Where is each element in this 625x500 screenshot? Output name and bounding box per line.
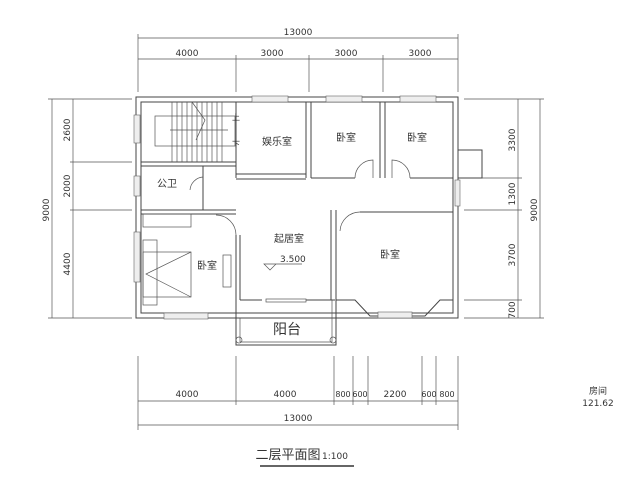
room-label-bathroom: 公卫 [157, 179, 177, 190]
stair-down-label: 下 [232, 140, 240, 149]
dim-bottom-seg: 800 [439, 390, 454, 399]
room-label-entertainment: 娱乐室 [262, 135, 292, 148]
stair-up-label: 上 [232, 113, 240, 122]
dim-bottom-seg: 4000 [176, 390, 199, 400]
dim-bottom-seg: 600 [421, 390, 436, 399]
dim-bottom-seg: 800 [335, 390, 350, 399]
room-label-balcony: 阳台 [273, 322, 301, 338]
dim-top-seg: 3000 [335, 49, 358, 59]
dim-bottom-seg: 2200 [384, 390, 407, 400]
elevation-marker-icon [263, 263, 302, 271]
room-label-bedroom: 卧室 [336, 131, 356, 144]
area-value: 121.62 [582, 399, 614, 409]
dim-right-seg: 700 [508, 301, 518, 318]
dim-bottom-seg: 4000 [274, 390, 297, 400]
dim-right-seg: 3300 [508, 128, 518, 151]
left-dimensions: 9000 2600 2000 4400 [42, 98, 132, 319]
dim-bottom-seg: 600 [352, 390, 367, 399]
balcony [235, 300, 337, 346]
dim-top-seg: 4000 [176, 49, 199, 59]
dim-top-seg: 3000 [409, 49, 432, 59]
room-label-bedroom: 卧室 [407, 131, 427, 144]
area-label: 房间 [589, 385, 607, 397]
walls [135, 96, 483, 319]
room-label-bedroom: 卧室 [197, 259, 217, 272]
bottom-dimensions: 4000 4000 800 600 2200 600 800 13000 [137, 356, 459, 430]
dim-left-seg: 2600 [63, 118, 73, 141]
drawing-title: 二层平面图 [255, 448, 320, 463]
dim-top-total: 13000 [284, 28, 313, 38]
room-label-living: 起居室 [274, 232, 304, 245]
top-dimensions: 13000 4000 3000 3000 3000 [137, 28, 459, 92]
dim-right-seg: 1300 [508, 182, 518, 205]
dim-right-seg: 3700 [508, 243, 518, 266]
dim-left-seg: 4400 [63, 252, 73, 275]
drawing-scale: 1:100 [322, 452, 348, 462]
dim-right-total: 9000 [530, 198, 540, 221]
right-dimensions: 3300 1300 3700 700 9000 [464, 98, 544, 319]
staircase: 上 下 [154, 101, 240, 162]
furniture [142, 213, 307, 306]
room-label-bedroom: 卧室 [380, 248, 400, 261]
dim-top-seg: 3000 [261, 49, 284, 59]
dim-bottom-total: 13000 [284, 414, 313, 424]
dim-left-total: 9000 [42, 198, 52, 221]
dim-left-seg: 2000 [63, 174, 73, 197]
room-labels: 娱乐室 卧室 卧室 公卫 起居室 卧室 卧室 阳台 3.500 [157, 131, 427, 338]
windows [133, 95, 461, 320]
elevation-label: 3.500 [280, 255, 306, 265]
